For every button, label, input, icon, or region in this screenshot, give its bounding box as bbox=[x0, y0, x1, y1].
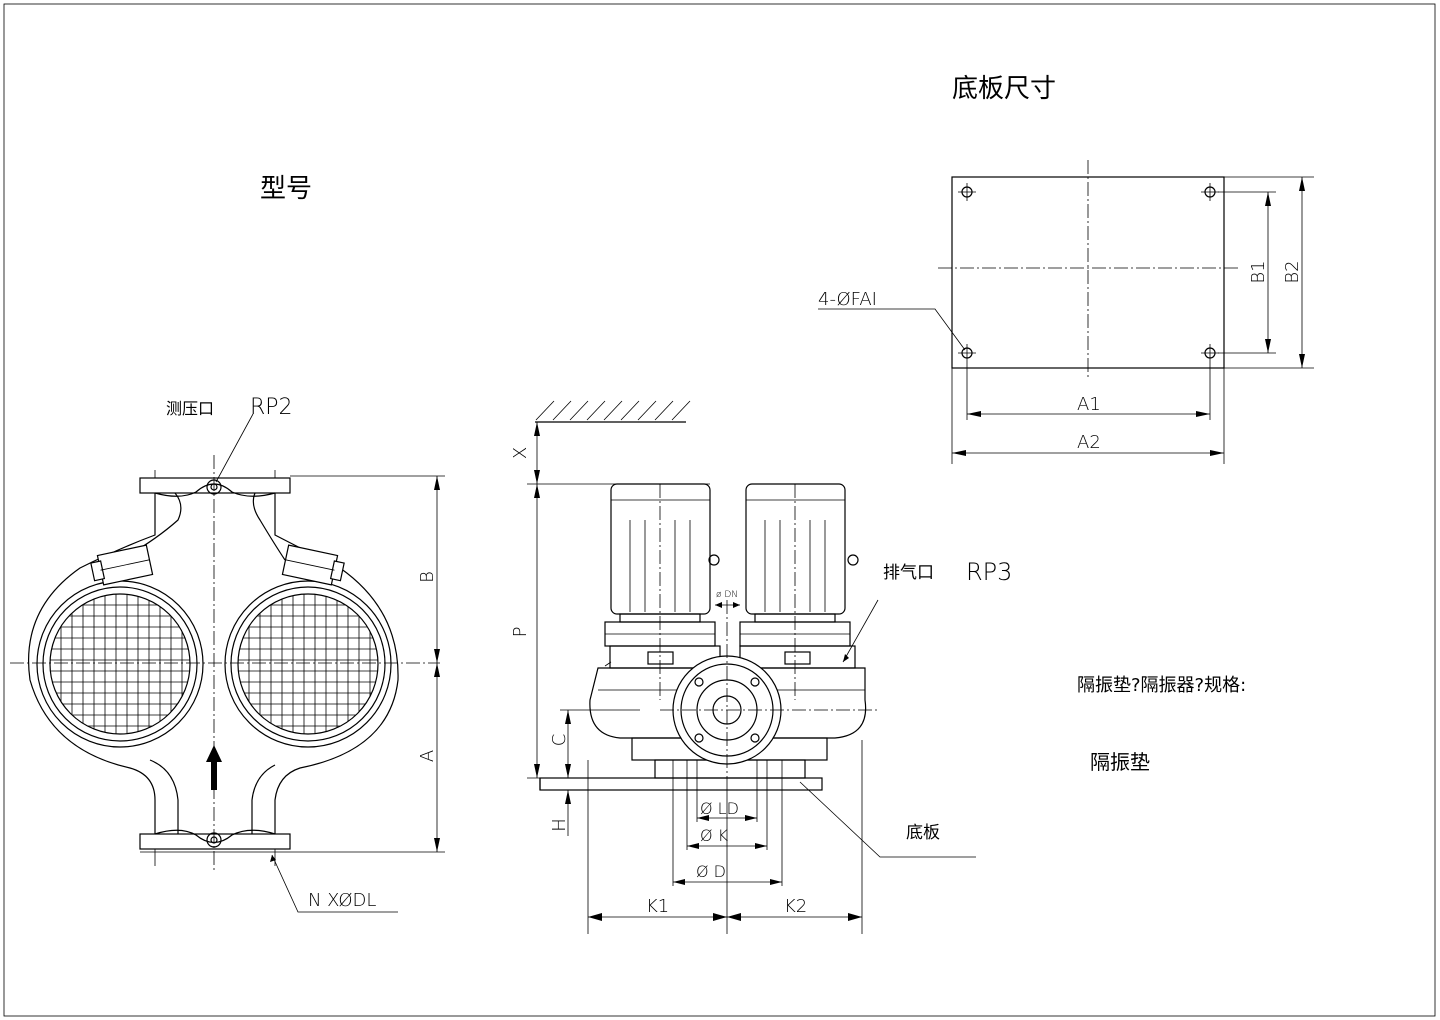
anchor-holes-label: 4-ØFAI bbox=[818, 289, 877, 310]
flow-arrow-icon bbox=[206, 745, 222, 790]
dim-b2-label: B2 bbox=[1282, 260, 1303, 283]
dim-c-label: C bbox=[549, 734, 570, 747]
dim-b1-label: B1 bbox=[1248, 260, 1269, 283]
top-view: 测压口 RP2 N XØDL B A bbox=[10, 395, 445, 913]
dim-x-label: X bbox=[510, 447, 531, 459]
dim-a2-label: A2 bbox=[1077, 432, 1101, 453]
dim-b-label: B bbox=[417, 571, 438, 583]
dim-p-label: P bbox=[510, 627, 531, 638]
vent-port-label: 排气口 bbox=[883, 563, 934, 583]
dim-h-label: H bbox=[549, 818, 570, 832]
front-view: X P C H bbox=[510, 400, 1012, 934]
model-title: 型号 bbox=[260, 174, 312, 204]
dia-k-label: Ø K bbox=[700, 826, 729, 845]
bolt-holes-label: N XØDL bbox=[308, 890, 376, 911]
dia-ld-label: Ø LD bbox=[700, 799, 739, 818]
dn-label: ø DN bbox=[716, 590, 738, 600]
dim-a1-label: A1 bbox=[1077, 394, 1101, 415]
sheet-border bbox=[3, 3, 1436, 1017]
dim-k2-label: K2 bbox=[784, 896, 807, 917]
base-plate-label: 底板 bbox=[906, 823, 940, 843]
pressure-port-label: 测压口 bbox=[166, 399, 214, 418]
isolator-spec-label: 隔振垫?隔振器?规格: bbox=[1077, 675, 1246, 696]
dim-k1-label: K1 bbox=[646, 896, 669, 917]
rp2-label: RP2 bbox=[250, 395, 293, 420]
rp3-label: RP3 bbox=[966, 558, 1012, 586]
base-plate-view: 4-ØFAI A1 A2 B1 B2 bbox=[818, 160, 1314, 464]
dim-a-label: A bbox=[417, 750, 438, 762]
dia-d-label: Ø D bbox=[696, 862, 726, 881]
base-plate-dims-title: 底板尺寸 bbox=[952, 74, 1056, 104]
isolator-pad-label: 隔振垫 bbox=[1090, 750, 1150, 774]
